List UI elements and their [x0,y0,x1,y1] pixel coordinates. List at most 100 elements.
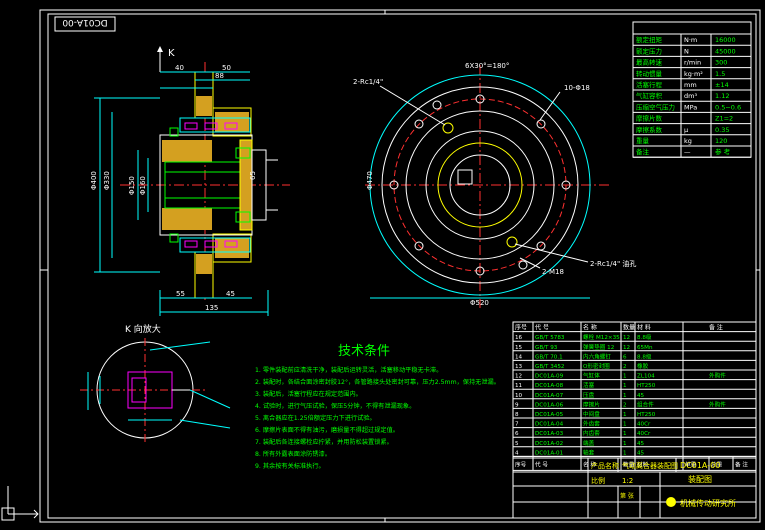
bom-cell: GB/T 3452 [535,364,565,370]
bom-header-cell: 数量 [623,324,635,332]
bom-cell: 40Cr [637,422,651,428]
param-label: 额定压力 [636,46,662,55]
param-label: 活塞行程 [636,80,663,89]
param-unit: kg·m² [684,70,703,78]
bom-cell: 轴套 [583,448,595,456]
bom-cell: 8.8级 [637,352,652,360]
param-value: ±14 [715,81,729,89]
detail-k-view: K 向放大 [80,323,231,442]
drawing-type: 装配图 [688,474,712,484]
ucs-icon [1,486,39,521]
dim-top-b: 50 [222,64,231,72]
bom-cell: GB/T 5783 [535,335,565,341]
bom-cell: DC01A-05 [535,412,564,418]
bom-cell: 活塞 [583,381,595,389]
bom-cell: 9 [515,402,519,408]
bom-cell: DC01A-02 [535,441,563,447]
param-value: 1.5 [715,70,725,78]
k-view-label: K [168,48,175,59]
scale-label: 比例 [591,476,605,485]
bom-cell: GB/T 70.1 [535,354,563,360]
bom-cell: HT250 [637,383,656,389]
bom-cell: GB/T 93 [535,345,558,351]
bom-cell: 65Mn [637,345,653,351]
bom-cell: 8.8级 [637,333,652,341]
dim-left-1: Φ400 [90,171,98,190]
side-view: 2-Rc1/4" 6X30°=180° 10-Φ18 2-M18 2-Rc1/4… [353,62,636,308]
bom-cell: 12 [623,345,630,351]
bom-footer-cell: 代 号 [535,460,548,468]
stamp-box: DC01A-00 [54,16,116,32]
note-bolts: 10-Φ18 [564,84,590,92]
bom-footer-cell: 材料 [637,460,649,468]
dim-bottom-c: 45 [226,290,235,298]
bom-cell: DC01A-04 [535,422,564,428]
bom-cell: 13 [515,364,523,370]
dim-bottom-a: 55 [176,290,185,298]
bom-cell: 2 [623,364,627,370]
dim-bottom-b: 135 [205,304,218,312]
dim-left-2: Φ330 [103,171,111,190]
bom-cell: 8 [515,412,519,418]
bom-cell: 1 [623,422,627,428]
bom-cell: 16 [515,335,523,341]
bom-cell: 1 [623,450,627,456]
tech-note-line: 3. 装配后，活塞行程应在规定范围内。 [255,390,362,398]
param-unit: r/min [684,59,701,67]
bom-cell: 端盖 [583,439,595,447]
sheet-label: 第 张 [620,492,634,500]
bom-cell: 1 [623,412,627,418]
bom-cell: 1 [623,431,627,437]
bom-header-cell: 材 料 [637,324,651,332]
param-value: 300 [715,59,727,67]
param-label: 摩擦片数 [636,114,663,123]
bom-cell: DC01A-09 [535,374,564,380]
dim-bottom-d: 65 [249,171,257,180]
bom-header-cell: 序号 [515,324,527,332]
bom-cell: 11 [515,383,523,389]
bom-cell: 6 [515,431,519,437]
param-unit: — [684,148,691,156]
bom-cell: 12 [515,374,522,380]
bom-cell: 6 [623,354,627,360]
bom-footer-cell: 单重 [685,460,697,468]
bom-cell: 45 [637,450,645,456]
bom-cell: DC01A-08 [535,383,564,389]
param-label: 额定扭矩 [636,35,663,44]
bom-cell: 4 [515,450,519,456]
bom-cell: 压盘 [583,391,595,399]
bom-cell: ZL104 [637,374,655,380]
bom-cell: 7 [515,422,519,428]
stamp-code: DC01A-00 [62,17,108,27]
tech-note-line: 6. 摩擦片表面不得有油污，磨损量不得超过规定值。 [255,426,399,434]
tech-note-line: 4. 试验时，进行气压试验，保压5分钟，不得有泄漏现象。 [255,402,415,410]
param-value: 0.5~0.6 [715,103,741,111]
param-label: 转动惯量 [636,69,663,78]
bom-cell: DC01A-06 [535,402,564,408]
bom-footer-cell: 序号 [515,460,527,468]
param-value: 45000 [715,47,736,55]
bom-cell: 45 [637,393,645,399]
bom-cell: 1 [623,393,627,399]
front-view: K [90,46,290,316]
param-label: 压缩空气压力 [636,102,675,111]
bom-footer-cell: 备 注 [735,460,748,468]
drawing-frame [39,9,761,523]
bom-cell: 橡胶 [637,362,649,370]
tech-note-line: 1. 零件装配前应清洗干净，装配后运转灵活，活塞移动平稳无卡滞。 [255,366,442,374]
bom-header-cell: 名 称 [583,324,597,332]
tech-notes: 技术条件 1. 零件装配前应清洗干净，装配后运转灵活，活塞移动平稳无卡滞。2. … [255,343,500,470]
company-name: 机械传动研究所 [680,498,736,508]
note-left-dia: Φ470 [366,171,374,190]
dim-top-c: 88 [215,72,224,80]
dim-left-4: Φ160 [139,176,147,195]
bom-cell: 弹簧垫圈 12 [583,343,614,351]
param-unit: N [684,47,689,55]
bom-cell: 1 [623,374,627,380]
param-label: 重量 [636,137,650,145]
tech-note-line: 8. 所有外露表面涂防锈漆。 [255,450,331,458]
bom-cell: HT250 [637,412,656,418]
